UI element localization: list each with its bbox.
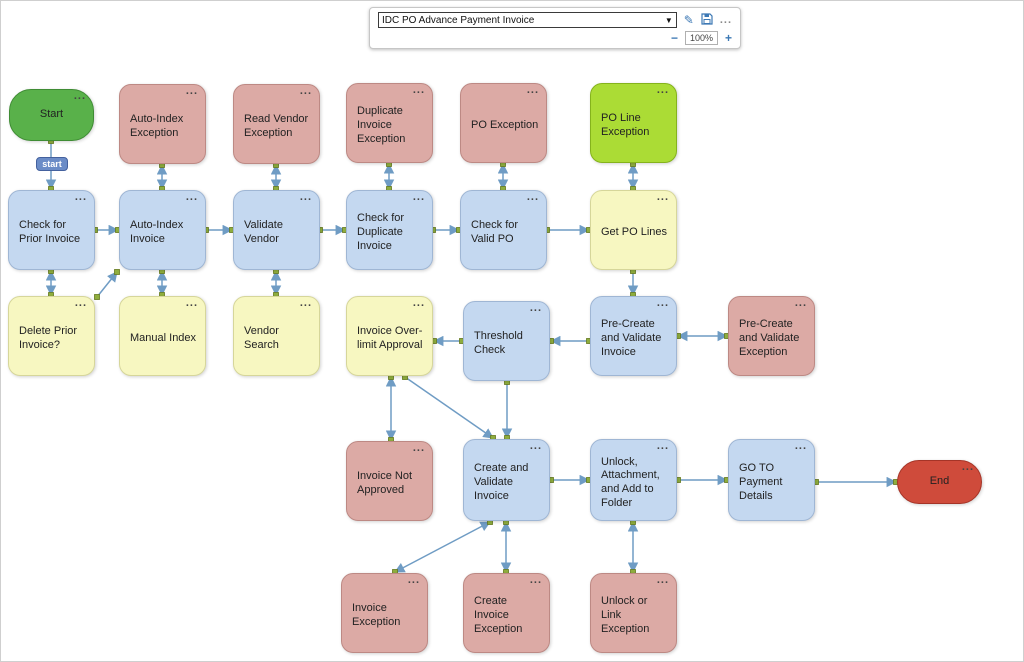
node-menu-icon[interactable]: ...	[656, 191, 669, 203]
node-menu-icon[interactable]: ...	[529, 302, 542, 314]
node-menu-icon[interactable]: ...	[299, 85, 312, 97]
node-menu-icon[interactable]: ...	[961, 461, 974, 473]
node-invoice-exception[interactable]: ... Invoice Exception	[341, 573, 428, 653]
node-label: Manual Index	[130, 332, 197, 345]
node-menu-icon[interactable]: ...	[185, 85, 198, 97]
node-label: Auto-Index Invoice	[130, 219, 184, 245]
node-label: PO Exception	[471, 119, 539, 132]
node-precreate-validate-invoice[interactable]: ... Pre-Create and Validate Invoice	[590, 296, 677, 376]
node-read-vendor-exception[interactable]: ... Read Vendor Exception	[233, 84, 320, 164]
node-label: End	[929, 475, 950, 488]
node-threshold-check[interactable]: ... Threshold Check	[463, 301, 550, 381]
node-check-prior-invoice[interactable]: ... Check for Prior Invoice	[8, 190, 95, 270]
node-label: Check for Prior Invoice	[19, 219, 81, 245]
node-po-exception[interactable]: ... PO Exception	[460, 83, 547, 163]
node-label: Validate Vendor	[244, 219, 283, 245]
node-manual-index[interactable]: ... Manual Index	[119, 296, 206, 376]
node-menu-icon[interactable]: ...	[526, 84, 539, 96]
node-vendor-search[interactable]: ... Vendor Search	[233, 296, 320, 376]
node-invoice-not-approved[interactable]: ... Invoice Not Approved	[346, 441, 433, 521]
node-label: Delete Prior Invoice?	[19, 325, 78, 351]
node-menu-icon[interactable]: ...	[656, 440, 669, 452]
toolbar: IDC PO Advance Payment Invoice ▼ ✎ ... −…	[369, 7, 741, 49]
node-check-duplicate-invoice[interactable]: ... Check for Duplicate Invoice	[346, 190, 433, 270]
zoom-in-button[interactable]: +	[724, 31, 732, 45]
node-duplicate-invoice-exception[interactable]: ... Duplicate Invoice Exception	[346, 83, 433, 163]
node-label: Get PO Lines	[601, 226, 668, 239]
workflow-select[interactable]: IDC PO Advance Payment Invoice ▼	[378, 12, 677, 28]
node-po-line-exception[interactable]: ... PO Line Exception	[590, 83, 677, 163]
dropdown-arrow-icon: ▼	[664, 15, 673, 25]
node-auto-index-invoice[interactable]: ... Auto-Index Invoice	[119, 190, 206, 270]
node-label: Pre-Create and Validate Invoice	[601, 318, 662, 358]
node-menu-icon[interactable]: ...	[656, 84, 669, 96]
node-label: Vendor Search	[244, 325, 279, 351]
node-create-invoice-exception[interactable]: ... Create Invoice Exception	[463, 573, 550, 653]
zoom-out-button[interactable]: −	[670, 31, 678, 45]
start-badge: start	[36, 157, 68, 171]
node-unlock-attachment-folder[interactable]: ... Unlock, Attachment, and Add to Folde…	[590, 439, 677, 521]
node-label: Invoice Over-limit Approval	[357, 325, 423, 351]
node-menu-icon[interactable]: ...	[412, 442, 425, 454]
node-invoice-overlimit-approval[interactable]: ... Invoice Over-limit Approval	[346, 296, 433, 376]
node-label: Check for Valid PO	[471, 219, 519, 245]
node-label: PO Line Exception	[601, 112, 650, 138]
node-label: Unlock, Attachment, and Add to Folder	[601, 455, 660, 509]
node-auto-index-exception[interactable]: ... Auto-Index Exception	[119, 84, 206, 164]
node-menu-icon[interactable]: ...	[74, 297, 87, 309]
edit-icon[interactable]: ✎	[683, 13, 694, 27]
node-validate-vendor[interactable]: ... Validate Vendor	[233, 190, 320, 270]
node-delete-prior-invoice[interactable]: ... Delete Prior Invoice?	[8, 296, 95, 376]
node-label: Check for Duplicate Invoice	[357, 212, 405, 252]
node-goto-payment-details[interactable]: ... GO TO Payment Details	[728, 439, 815, 521]
node-start[interactable]: ... Start	[9, 89, 94, 141]
node-menu-icon[interactable]: ...	[529, 440, 542, 452]
workflow-select-value: IDC PO Advance Payment Invoice	[382, 14, 535, 26]
node-check-valid-po[interactable]: ... Check for Valid PO	[460, 190, 547, 270]
node-unlock-link-exception[interactable]: ... Unlock or Link Exception	[590, 573, 677, 653]
node-menu-icon[interactable]: ...	[73, 90, 86, 102]
node-menu-icon[interactable]: ...	[412, 191, 425, 203]
save-icon-glyph	[701, 13, 713, 25]
node-menu-icon[interactable]: ...	[794, 297, 807, 309]
node-label: Unlock or Link Exception	[601, 595, 650, 635]
node-menu-icon[interactable]: ...	[656, 297, 669, 309]
node-end[interactable]: ... End	[897, 460, 982, 504]
node-menu-icon[interactable]: ...	[185, 191, 198, 203]
node-label: Auto-Index Exception	[130, 113, 184, 139]
node-label: GO TO Payment Details	[739, 462, 783, 502]
node-create-validate-invoice[interactable]: ... Create and Validate Invoice	[463, 439, 550, 521]
node-get-po-lines[interactable]: ... Get PO Lines	[590, 190, 677, 270]
node-label: Create and Validate Invoice	[474, 462, 529, 502]
more-options-icon[interactable]: ...	[719, 14, 732, 26]
zoom-level[interactable]: 100%	[684, 31, 718, 45]
node-precreate-validate-exception[interactable]: ... Pre-Create and Validate Exception	[728, 296, 815, 376]
node-menu-icon[interactable]: ...	[299, 297, 312, 309]
node-menu-icon[interactable]: ...	[412, 297, 425, 309]
node-label: Create Invoice Exception	[474, 595, 523, 635]
node-label: Invoice Not Approved	[357, 470, 413, 496]
node-menu-icon[interactable]: ...	[412, 84, 425, 96]
node-label: Invoice Exception	[352, 602, 401, 628]
node-label: Threshold Check	[474, 330, 523, 356]
node-label: Start	[39, 108, 64, 121]
node-menu-icon[interactable]: ...	[656, 574, 669, 586]
node-menu-icon[interactable]: ...	[407, 574, 420, 586]
node-menu-icon[interactable]: ...	[299, 191, 312, 203]
node-label: Pre-Create and Validate Exception	[739, 318, 800, 358]
node-menu-icon[interactable]: ...	[794, 440, 807, 452]
node-menu-icon[interactable]: ...	[74, 191, 87, 203]
node-label: Duplicate Invoice Exception	[357, 105, 406, 145]
save-icon[interactable]	[701, 13, 713, 27]
node-label: Read Vendor Exception	[244, 113, 309, 139]
node-menu-icon[interactable]: ...	[185, 297, 198, 309]
node-menu-icon[interactable]: ...	[529, 574, 542, 586]
node-menu-icon[interactable]: ...	[526, 191, 539, 203]
